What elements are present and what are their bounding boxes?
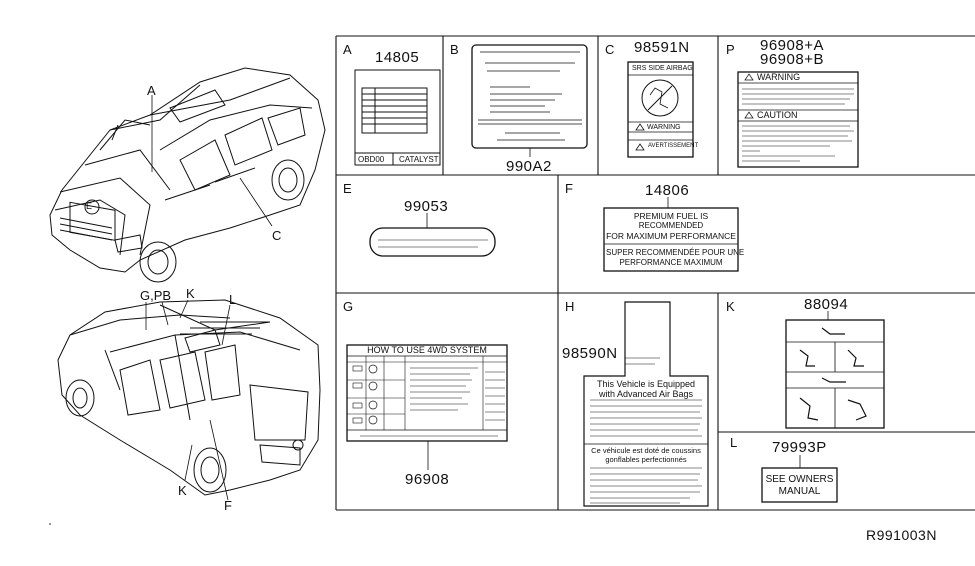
section-letter-h: H xyxy=(565,299,575,314)
part-number-k: 88094 xyxy=(804,296,849,313)
callout-f: F xyxy=(224,498,232,513)
label-l-line1: SEE OWNERS xyxy=(765,474,834,485)
leader-k xyxy=(179,299,189,319)
section-letter-c: C xyxy=(605,42,615,57)
section-letter-f: F xyxy=(565,181,573,196)
part-number-f: 14806 xyxy=(645,182,690,199)
label-f-line2: RECOMMENDED xyxy=(638,221,704,230)
label-f-line5: PERFORMANCE MAXIMUM xyxy=(619,258,723,267)
label-g-title: HOW TO USE 4WD SYSTEM xyxy=(367,345,487,355)
part-number-a: 14805 xyxy=(375,49,420,66)
label-b-graphic xyxy=(471,44,588,157)
callout-k: K xyxy=(186,286,195,301)
part-number-e: 99053 xyxy=(404,198,449,215)
label-a-footer-left: OBD00 xyxy=(358,155,385,164)
section-letter-e: E xyxy=(343,181,352,196)
leader-f xyxy=(209,419,229,501)
label-h-en1: This Vehicle is Equipped xyxy=(596,379,696,389)
section-letter-p: P xyxy=(726,42,735,57)
leader-c xyxy=(239,177,273,227)
section-letter-b: B xyxy=(450,42,459,57)
label-e-graphic xyxy=(369,213,496,257)
vehicle-front-view xyxy=(49,67,326,283)
callout-l: L xyxy=(229,292,237,307)
label-c-avert: AVERTISSEMENT xyxy=(648,143,699,149)
section-letter-a: A xyxy=(343,42,352,57)
part-number-l: 79993P xyxy=(772,439,827,456)
leader-k2 xyxy=(184,444,193,481)
label-f-line4: SUPER RECOMMENDÉE POUR UNE xyxy=(606,248,745,257)
label-l-graphic xyxy=(761,455,838,503)
label-a-graphic xyxy=(354,69,441,166)
part-number-p1: 96908+A xyxy=(760,37,824,54)
callout-c: C xyxy=(272,228,282,243)
label-f-graphic xyxy=(603,197,739,272)
part-number-h: 98590N xyxy=(562,345,618,362)
label-p-graphic xyxy=(737,71,859,168)
label-h-en2: with Advanced Air Bags xyxy=(598,389,694,399)
part-number-b: 990A2 xyxy=(506,158,552,175)
label-p-caution: CAUTION xyxy=(757,110,798,120)
section-letter-k: K xyxy=(726,299,735,314)
callout-gpb: G,PB xyxy=(140,288,172,303)
callout-a: A xyxy=(147,83,156,98)
part-number-g: 96908 xyxy=(405,471,450,488)
label-h-fr1: Ce véhicule est doté de coussins xyxy=(591,446,701,455)
label-g-graphic xyxy=(346,344,508,470)
leader-l xyxy=(221,304,231,346)
callout-k2: K xyxy=(178,483,187,498)
diagram-id: R991003N xyxy=(866,527,937,543)
label-f-line3: FOR MAXIMUM PERFORMANCE xyxy=(606,231,736,241)
label-c-title: SRS SIDE AIRBAG xyxy=(632,65,693,72)
part-number-c: 98591N xyxy=(634,39,690,56)
label-h-fr2: gonflables perfectionnés xyxy=(605,455,687,464)
label-f-line1: PREMIUM FUEL IS xyxy=(633,211,709,221)
section-letter-g: G xyxy=(343,299,354,314)
label-a-footer-right: CATALYST xyxy=(399,155,439,164)
vehicle-rear-view xyxy=(57,299,321,496)
label-c-warning: WARNING xyxy=(647,124,681,131)
label-h-graphic xyxy=(583,301,709,507)
callout-e: E xyxy=(86,201,93,211)
label-k-graphic xyxy=(785,311,885,429)
section-letter-l: L xyxy=(730,435,738,450)
label-p-warning: WARNING xyxy=(757,72,801,82)
part-number-p2: 96908+B xyxy=(760,51,824,68)
leader-pb xyxy=(161,301,169,326)
label-l-line2: MANUAL xyxy=(778,486,821,497)
label-c-graphic xyxy=(627,61,694,158)
